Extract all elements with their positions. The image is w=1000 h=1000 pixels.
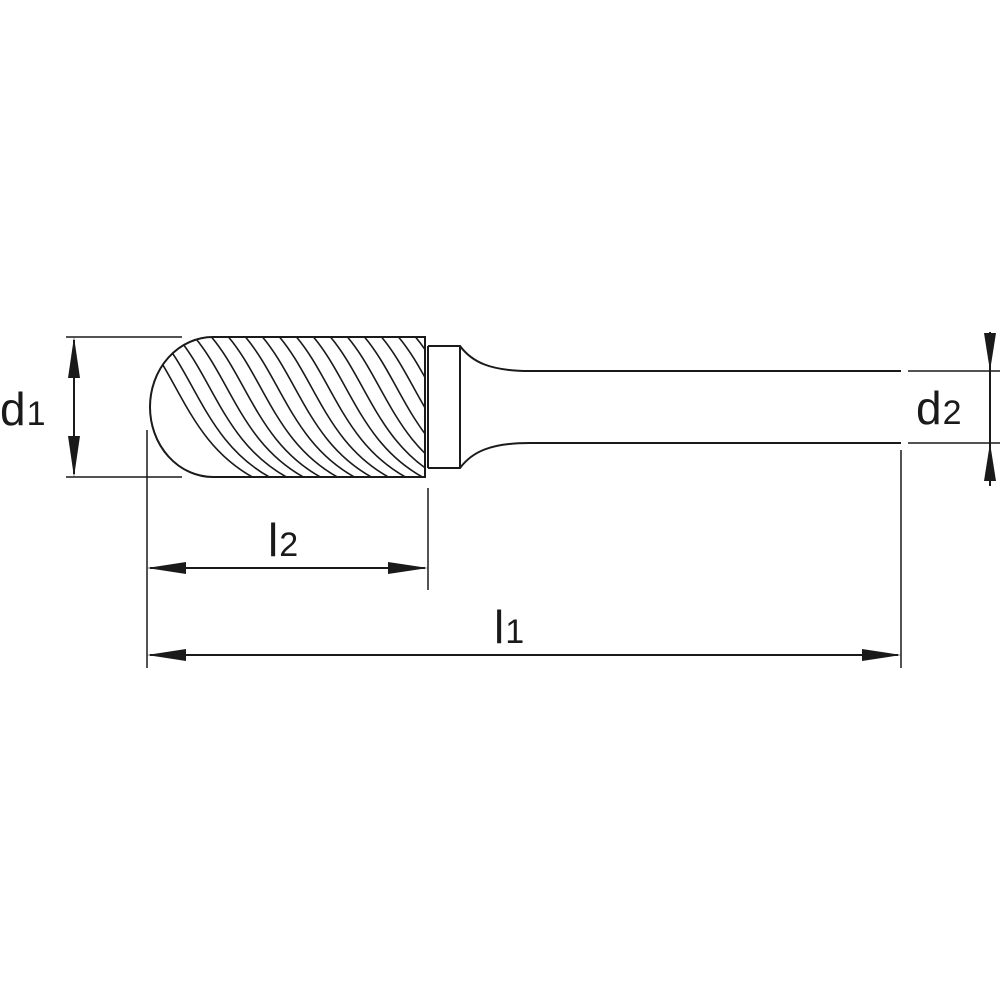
flute-line: [173, 337, 295, 477]
flute-line: [326, 337, 425, 477]
extension-lines: [66, 336, 1000, 668]
flute-line: [343, 337, 425, 477]
l1-arrow-left: [147, 649, 186, 661]
flute-line: [190, 337, 312, 477]
flute-line: [377, 337, 425, 477]
l1-arrow-right: [862, 649, 901, 661]
l2-dimension: l2: [147, 514, 428, 574]
d2-arrow-top: [984, 333, 996, 371]
flute-line: [241, 337, 363, 477]
flute-line: [309, 337, 425, 477]
burr-neck-shank: [427, 345, 901, 469]
burr-head-outline: [149, 336, 426, 478]
d1-dimension: d1: [0, 337, 80, 477]
flute-line: [207, 337, 329, 477]
flute-line: [360, 337, 425, 477]
flute-line: [411, 337, 425, 477]
flute-line: [292, 337, 414, 477]
l1-dimension: l1: [147, 601, 901, 661]
l2-arrow-right: [388, 562, 428, 574]
d2-arrow-bottom: [984, 443, 996, 481]
l2-label: l2: [268, 514, 298, 566]
d2-dimension: d2: [916, 332, 996, 486]
flute-line: [258, 337, 380, 477]
d1-arrow-bottom: [68, 436, 80, 477]
flute-line: [275, 337, 397, 477]
flute-line: [224, 337, 346, 477]
l1-label: l1: [494, 601, 524, 653]
burr-flutes: [150, 337, 425, 477]
d1-label: d1: [0, 383, 46, 435]
d1-arrow-top: [68, 337, 80, 378]
flute-line: [394, 337, 425, 477]
d2-label: d2: [916, 382, 962, 434]
l2-arrow-left: [147, 562, 186, 574]
